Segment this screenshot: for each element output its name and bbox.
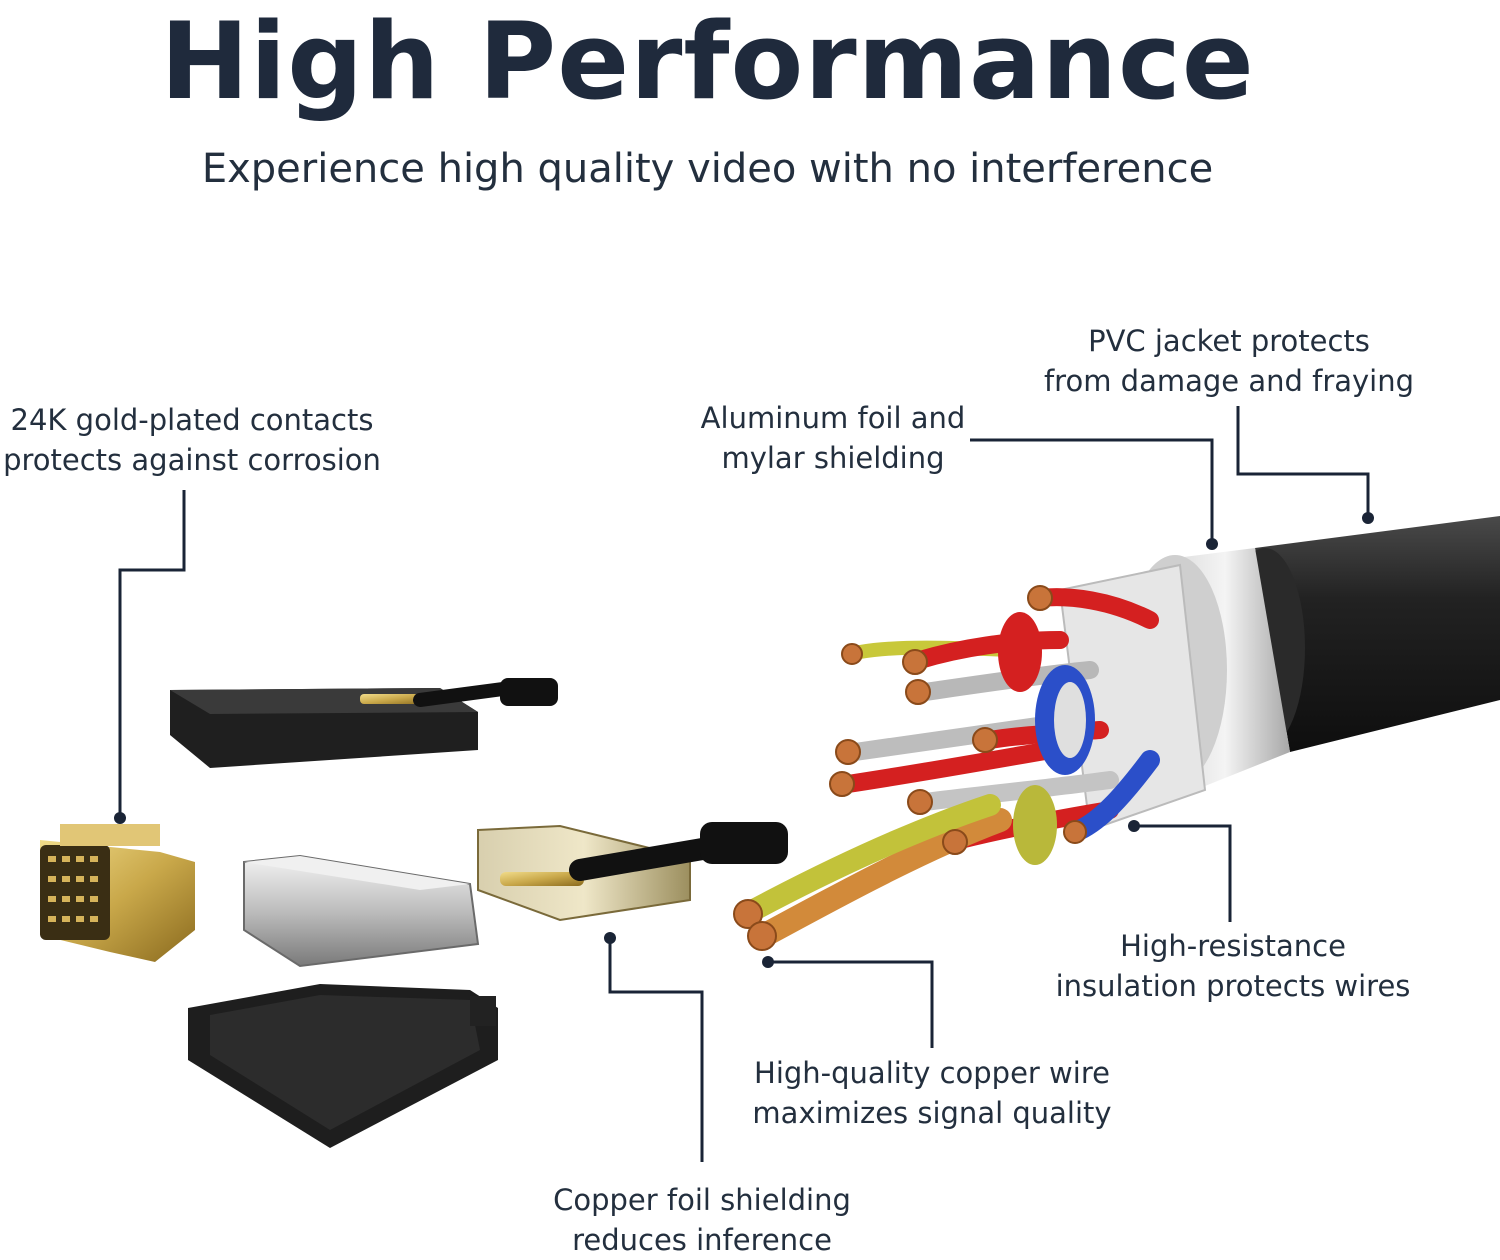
callout-copper-wire-line-1: High-quality copper wire [754, 1056, 1110, 1090]
blue-ring-inner [1054, 682, 1086, 758]
leader-gold [118, 490, 186, 818]
top-housing-group [170, 678, 558, 768]
pvc-jacket-icon [1255, 516, 1500, 752]
leader-insulation [1134, 824, 1232, 922]
top-cable-stub [413, 681, 517, 707]
shell-cable-stub [569, 835, 731, 881]
callout-gold-line-2: protects against corrosion [3, 443, 381, 477]
wire-blue-1 [1070, 750, 1160, 840]
callout-pvc-line-1: PVC jacket protects [1088, 324, 1370, 358]
leader-copper-foil [608, 938, 704, 1162]
wire-red-1 [911, 631, 1069, 669]
chrome-shell-top [244, 856, 470, 890]
bottom-housing-inner [210, 995, 480, 1130]
copper-tip [829, 771, 855, 797]
chrome-shell-group [243, 854, 480, 968]
wire-orange [753, 808, 1012, 947]
callout-insulation-line-2: insulation protects wires [1055, 969, 1411, 1003]
copper-tip [972, 727, 998, 753]
callout-copper-foil: Copper foil shielding reduces inference [546, 1180, 858, 1260]
copper-tip [905, 679, 931, 705]
shell-screw [500, 872, 584, 886]
dvi-pins [48, 856, 98, 922]
leader-dot [762, 956, 774, 968]
leader-dots [114, 512, 1374, 968]
leader-dot [1206, 538, 1218, 550]
copper-tip [835, 739, 861, 765]
dvi-flange [60, 824, 160, 846]
wire-yellow-2 [739, 794, 1001, 923]
leader-dot [604, 932, 616, 944]
callout-aluminum-line-1: Aluminum foil and [700, 401, 966, 435]
copper-tip [907, 789, 933, 815]
callout-copper-wire-line-2: maximizes signal quality [752, 1096, 1112, 1130]
copper-tip [1063, 820, 1087, 844]
copper-tip [841, 643, 863, 665]
metal-shell-group [477, 822, 788, 922]
copper-tip [1027, 585, 1053, 611]
bottom-tab [470, 996, 496, 1026]
leader-dot [114, 812, 126, 824]
callout-gold-line-1: 24K gold-plated contacts [10, 403, 374, 437]
copper-tip [733, 899, 763, 929]
page-title: High Performance [160, 0, 1255, 123]
copper-tips [733, 585, 1087, 951]
top-screw [360, 694, 430, 704]
leader-aluminum [970, 438, 1214, 544]
callout-copper-wire: High-quality copper wire maximizes signa… [744, 1053, 1120, 1133]
copper-tip [747, 921, 777, 951]
red-ring [998, 612, 1042, 692]
callout-aluminum-line-2: mylar shielding [721, 441, 945, 475]
copper-tip [902, 649, 928, 675]
copper-tip [942, 829, 968, 855]
callout-gold-contacts: 24K gold-plated contacts protects agains… [0, 400, 384, 480]
page-subtitle: Experience high quality video with no in… [201, 146, 1214, 192]
yellow-ring [1013, 785, 1057, 865]
leader-dot [1362, 512, 1374, 524]
callout-insulation: High-resistance insulation protects wire… [1048, 926, 1418, 1006]
callout-pvc-jacket: PVC jacket protects from damage and fray… [1036, 321, 1422, 401]
cable-group [733, 516, 1500, 951]
shell-boot [700, 822, 788, 864]
top-boot [500, 678, 558, 706]
leader-dot [1128, 820, 1140, 832]
callout-aluminum-shielding: Aluminum foil and mylar shielding [690, 398, 976, 478]
wire-gray-3 [916, 771, 1119, 811]
callout-copper-foil-line-1: Copper foil shielding [553, 1183, 851, 1217]
callout-pvc-line-2: from damage and fraying [1043, 364, 1415, 398]
leader-lines [118, 406, 1370, 1162]
dvi-plug-group [40, 824, 195, 962]
bottom-housing-group [188, 984, 498, 1148]
leader-pvc [1236, 406, 1370, 518]
callout-copper-foil-line-2: reduces inference [572, 1223, 832, 1257]
callout-insulation-line-1: High-resistance [1120, 929, 1346, 963]
leader-copper-wire [768, 960, 934, 1048]
